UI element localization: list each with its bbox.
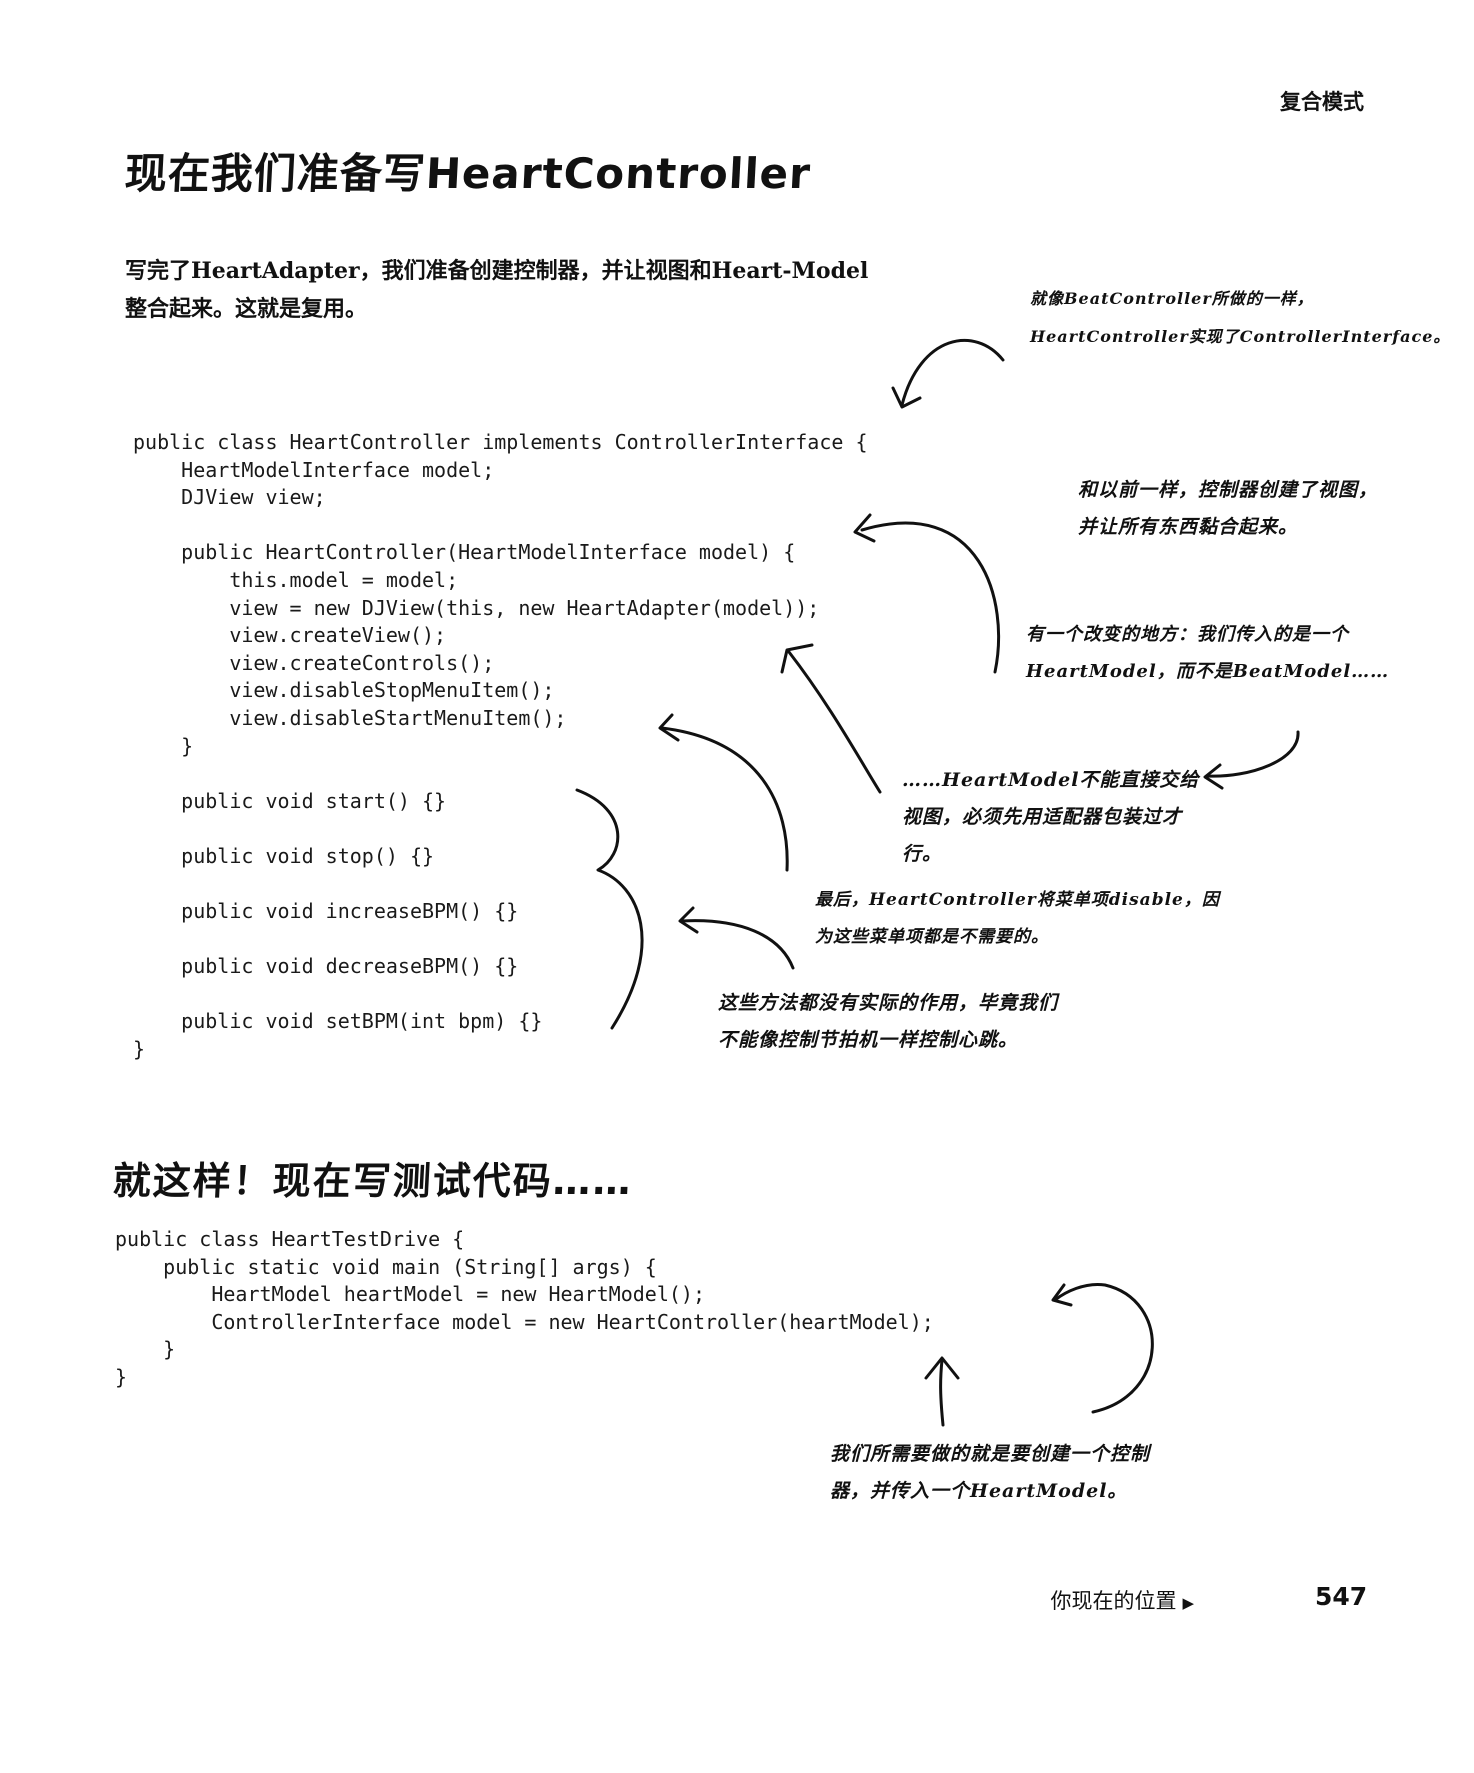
arrowhead-test-up [924, 1356, 960, 1380]
annotation-methods: 这些方法都没有实际的作用，毕竟我们不能像控制节拍机一样控制心跳。 [718, 992, 1059, 1051]
annotation-implements: 就像BeatController所做的一样，HeartController实现了… [1030, 289, 1451, 346]
arrowhead-methods [678, 906, 699, 934]
arrowhead-implements [891, 386, 922, 409]
arrow-create-view [860, 521, 1001, 674]
heart-controller-code: public class HeartController implements … [133, 430, 868, 1062]
annotation-adapter: ……HeartModel不能直接交给视图，必须先用适配器包装过才行。 [902, 769, 1200, 865]
arrow-implements [900, 338, 1005, 407]
page-number: 547 [1315, 1582, 1368, 1611]
annotation-create-view: 和以前一样，控制器创建了视图，并让所有东西黏合起来。 [1078, 479, 1379, 538]
footer-location: 你现在的位置 ▶ [1050, 1585, 1194, 1615]
arrowhead-change [780, 643, 814, 674]
arrow-test-up [939, 1358, 945, 1427]
arrowhead-test-loop [1051, 1283, 1073, 1307]
arrow-test-loop [1053, 1282, 1154, 1414]
brace-methods [575, 788, 644, 1030]
arrow-methods [680, 919, 795, 970]
arrowhead-adapter [1203, 763, 1224, 790]
arrow-adapter [1205, 730, 1300, 778]
arrow-disable [660, 726, 789, 872]
annotation-change: 有一个改变的地方：我们传入的是一个HeartModel，而不是BeatModel… [1026, 624, 1390, 682]
footer-text: 你现在的位置 [1050, 1589, 1177, 1613]
chapter-header: 复合模式 [1280, 90, 1364, 114]
annotation-disable-menu: 最后，HeartController将菜单项disable，因为这些菜单项都是不… [815, 890, 1220, 947]
arrow-change [787, 650, 882, 794]
arrowhead-create-view [853, 513, 876, 543]
heart-test-drive-code: public class HeartTestDrive { public sta… [115, 1227, 934, 1389]
annotation-test: 我们所需要做的就是要创建一个控制器，并传入一个HeartModel。 [830, 1443, 1151, 1502]
arrowhead-disable [658, 713, 680, 742]
triangle-right-icon: ▶ [1182, 1594, 1194, 1612]
intro-paragraph: 写完了HeartAdapter，我们准备创建控制器，并让视图和Heart-Mod… [125, 258, 869, 322]
